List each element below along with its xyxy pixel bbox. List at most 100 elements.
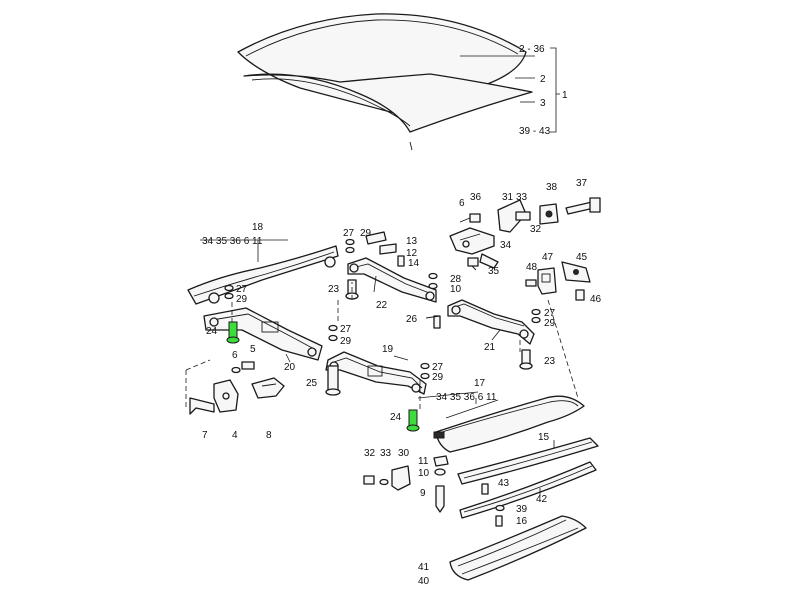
callout-33-b: 33 [380, 448, 392, 459]
callout-36-a: 36 [470, 192, 482, 203]
callout-labels: 2 - 36 2 3 39 - 43 1 18 34 35 36 6 11 27… [202, 44, 602, 587]
callout-39-43: 39 - 43 [519, 126, 551, 137]
screw-14 [397, 255, 405, 267]
left-lower-bracket [203, 307, 323, 361]
callout-14: 14 [408, 258, 420, 269]
latch-47 [537, 267, 557, 295]
pin-24-left-highlight [226, 321, 240, 344]
screw-36-upper [459, 213, 481, 223]
washer-39 [495, 504, 505, 512]
callout-34: 34 [500, 240, 512, 251]
callout-bracket-top [460, 47, 560, 133]
callout-9: 9 [420, 488, 426, 499]
callout-43: 43 [498, 478, 510, 489]
washer-6 [231, 366, 241, 374]
callout-27-c: 27 [236, 284, 248, 295]
callout-24-a: 24 [206, 326, 218, 337]
callout-5: 5 [250, 344, 256, 355]
pin-23-right [519, 349, 533, 370]
callout-15: 15 [538, 432, 550, 443]
callout-16: 16 [516, 516, 528, 527]
callout-12: 12 [406, 248, 418, 259]
plate-11 [433, 455, 449, 467]
callout-leaders [285, 275, 555, 496]
callout-26: 26 [406, 314, 418, 325]
callout-29-d: 29 [340, 336, 352, 347]
callout-40: 40 [418, 576, 430, 587]
callout-17: 17 [474, 378, 486, 389]
callout-29-c: 29 [236, 294, 248, 305]
callout-19: 19 [382, 344, 394, 355]
bracket-7 [189, 397, 215, 415]
callout-24-b: 24 [390, 412, 402, 423]
callout-2-36: 2 - 36 [519, 44, 545, 55]
right-bracket-21 [447, 299, 535, 345]
pin-9 [435, 485, 445, 513]
screw-43 [481, 483, 489, 495]
callout-37: 37 [576, 178, 588, 189]
callout-33-a: 33 [516, 192, 528, 203]
callout-32-a: 32 [530, 224, 542, 235]
callout-4: 4 [232, 430, 238, 441]
callout-48: 48 [526, 262, 538, 273]
pin-37 [565, 197, 601, 215]
handle-8 [251, 377, 285, 399]
callout-27-a: 27 [343, 228, 355, 239]
pin-25 [325, 365, 341, 396]
washers-stack [224, 238, 541, 380]
washer-10-lower [434, 468, 446, 476]
callout-39: 39 [516, 504, 528, 515]
callout-27-b: 27 [544, 308, 556, 319]
callout-47: 47 [542, 252, 554, 263]
hinge-assembly-34 [449, 227, 499, 269]
callout-10-a: 10 [450, 284, 462, 295]
callout-18-subparts: 34 35 36 6 11 [202, 236, 263, 247]
callout-30: 30 [398, 448, 410, 459]
callout-29-e: 29 [432, 372, 444, 383]
callout-22: 22 [376, 300, 388, 311]
screw-32-lower [363, 475, 375, 485]
bracket-30 [391, 465, 411, 491]
callout-45: 45 [576, 252, 588, 263]
screw-16 [495, 515, 503, 527]
callout-18: 18 [252, 222, 264, 233]
center-link-22 [347, 257, 437, 303]
callout-8: 8 [266, 430, 272, 441]
hinge-4 [213, 379, 239, 413]
callout-6-b: 6 [232, 350, 238, 361]
callout-6-a: 6 [459, 198, 465, 209]
callout-11: 11 [418, 456, 429, 467]
callout-10-b: 10 [418, 468, 430, 479]
callout-1: 1 [562, 90, 568, 101]
callout-2: 2 [540, 74, 546, 85]
clip-12 [379, 243, 397, 255]
callout-29-b: 29 [544, 318, 556, 329]
callout-32-b: 32 [364, 448, 376, 459]
callout-42: 42 [536, 494, 548, 505]
roof-seal-frame [243, 73, 533, 151]
callout-38: 38 [546, 182, 558, 193]
callout-13: 13 [406, 236, 418, 247]
callout-35: 35 [488, 266, 500, 277]
callout-23-a: 23 [328, 284, 340, 295]
latch-plate-45 [561, 261, 591, 283]
screw-5 [241, 361, 255, 370]
callout-31: 31 [502, 192, 514, 203]
callout-27-d: 27 [340, 324, 352, 335]
callout-27-e: 27 [432, 362, 444, 373]
front-roof-rail [187, 239, 339, 305]
center-bracket-19 [325, 351, 427, 395]
callout-3: 3 [540, 98, 546, 109]
pin-24-right-highlight [406, 409, 420, 432]
callout-20: 20 [284, 362, 296, 373]
callout-25: 25 [306, 378, 318, 389]
screw-46 [575, 289, 585, 301]
pin-26 [425, 315, 441, 329]
bracket-31 [497, 199, 531, 233]
clip-13 [365, 231, 387, 245]
lock-plate-38 [539, 203, 559, 225]
seal-strip-15 [457, 437, 599, 485]
front-seal-41 [449, 515, 587, 581]
screw-35 [467, 257, 479, 271]
